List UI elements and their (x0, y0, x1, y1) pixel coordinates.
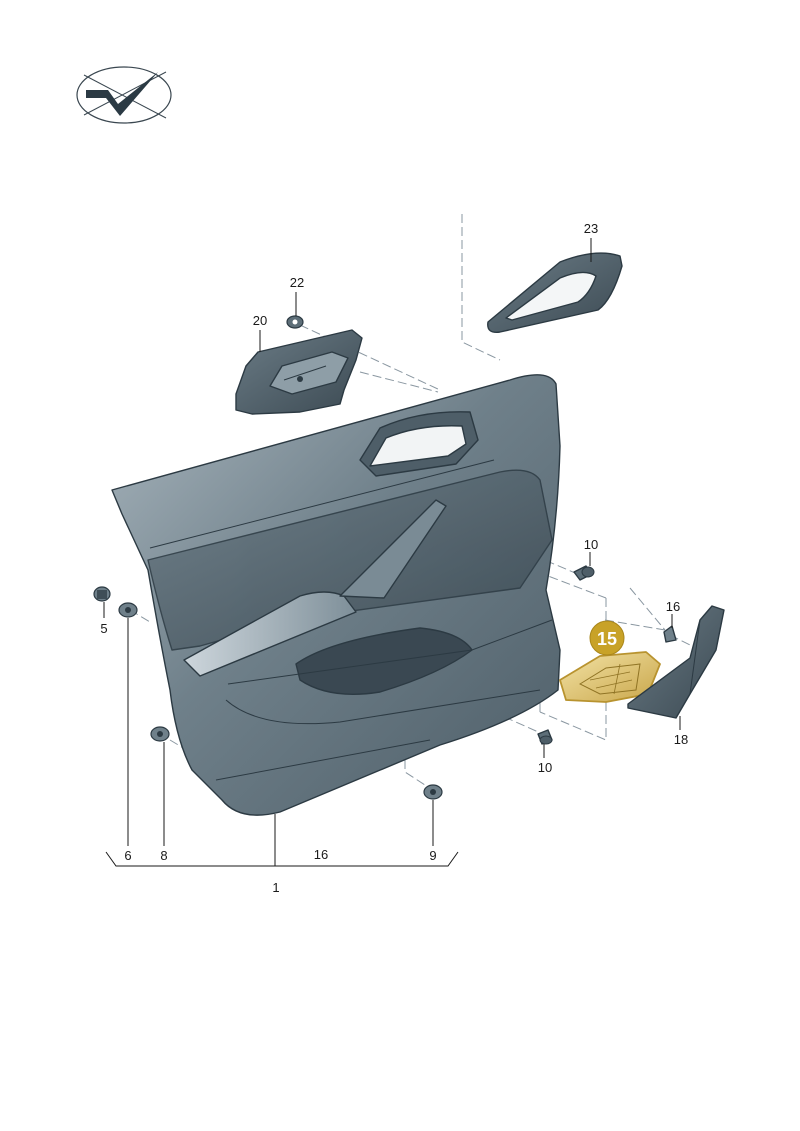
callout-5: 5 (100, 621, 107, 636)
part-18-trim-strip (627, 605, 725, 719)
part-8-clip (150, 726, 170, 742)
part-23-trim-frame (487, 252, 623, 333)
callout-18: 18 (674, 732, 688, 747)
part-9-clip (423, 784, 443, 800)
leader-lines (103, 238, 681, 867)
callout-23: 23 (584, 221, 598, 236)
part-22-clip (286, 315, 304, 329)
callout-6: 6 (124, 848, 131, 863)
callout-9: 9 (429, 848, 436, 863)
part-15-highlighted (559, 620, 661, 703)
callout-8: 8 (160, 848, 167, 863)
callout-22: 22 (290, 275, 304, 290)
door-trim-panel (111, 374, 561, 816)
callout-16-upper: 16 (666, 599, 680, 614)
callout-10-upper: 10 (584, 537, 598, 552)
callout-20: 20 (253, 313, 267, 328)
checkmark-logo-icon (76, 66, 172, 124)
part-10-screw-lower (537, 729, 553, 745)
part-5-clip (93, 586, 111, 602)
callout-10-lower: 10 (538, 760, 552, 775)
part-16-clip-upper (663, 625, 677, 643)
callout-16-lower: 16 (314, 847, 328, 862)
part-6-clip (118, 602, 138, 618)
callout-labels: 23 22 20 10 16 5 18 10 6 8 16 9 1 15 (100, 221, 688, 895)
part-20-handle-bracket (235, 329, 363, 415)
part-10-screw-upper (573, 565, 595, 581)
callout-15-highlighted: 15 (597, 629, 617, 649)
callout-1: 1 (272, 880, 279, 895)
